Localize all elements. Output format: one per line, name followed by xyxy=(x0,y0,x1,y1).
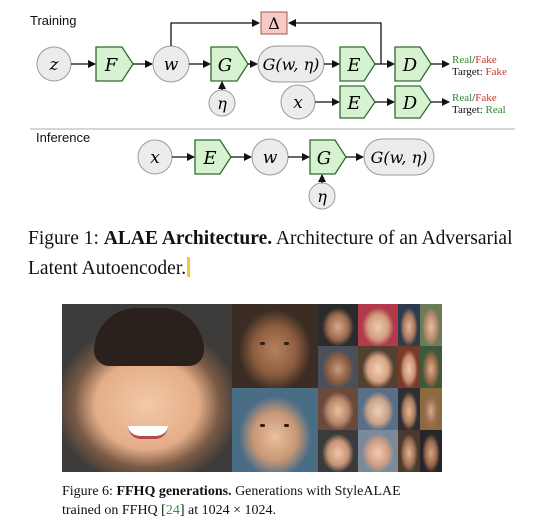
citation-link[interactable]: 24 xyxy=(165,503,180,518)
caption1-prefix: Figure 1: xyxy=(28,228,104,249)
target-real: Target: Real xyxy=(452,104,506,116)
node-x-train: x xyxy=(280,84,316,120)
svg-text:x: x xyxy=(293,93,303,113)
svg-text:η: η xyxy=(217,94,227,113)
node-w: w xyxy=(152,45,190,83)
svg-text:E: E xyxy=(202,148,216,169)
node-x-infer: x xyxy=(137,139,173,175)
generated-face-tile xyxy=(420,430,442,472)
caption1-text: Architecture of an Adversarial Latent Au… xyxy=(28,228,513,279)
block-D-train1: D xyxy=(394,46,432,82)
output-real-fake-1: Real/Fake xyxy=(452,54,497,66)
block-F: F xyxy=(95,46,134,82)
training-label: Training xyxy=(30,13,76,28)
generated-face-medium-2 xyxy=(232,388,318,472)
caption2-text: Generations with StyleALAE trained on FF… xyxy=(62,484,401,518)
svg-text:G(w, η): G(w, η) xyxy=(371,148,428,167)
node-z: z xyxy=(36,46,72,82)
node-G-output-train: G(w, η) xyxy=(257,45,325,83)
generated-face-tile xyxy=(318,430,358,472)
svg-text:η: η xyxy=(317,187,327,206)
svg-text:w: w xyxy=(164,55,179,75)
svg-text:z: z xyxy=(49,55,60,75)
generated-face-tile xyxy=(420,304,442,346)
block-G-train: G xyxy=(210,46,249,82)
block-D-train2: D xyxy=(394,85,432,119)
svg-text:G(w, η): G(w, η) xyxy=(263,55,320,74)
generated-face-tile xyxy=(420,346,442,388)
alae-architecture-diagram: Training Inference z F w G η G(w, η) E xyxy=(30,11,515,210)
svg-text:G: G xyxy=(218,55,232,76)
svg-text:G: G xyxy=(317,148,331,169)
generated-face-tile xyxy=(358,388,398,430)
text-cursor-highlight xyxy=(187,257,191,277)
block-E-train1: E xyxy=(339,46,376,82)
generated-face-tile xyxy=(358,304,398,346)
target-fake: Target: Fake xyxy=(452,66,507,78)
svg-text:D: D xyxy=(402,93,418,114)
svg-text:D: D xyxy=(402,55,418,76)
figure-1-caption: Figure 1: ALAE Architecture. Architectur… xyxy=(28,224,528,284)
svg-text:E: E xyxy=(346,93,360,114)
node-delta: Δ xyxy=(260,11,288,35)
generated-face-tile xyxy=(398,304,420,346)
generated-face-tile xyxy=(318,346,358,388)
caption2-text-end: ] at 1024 × 1024. xyxy=(179,503,276,518)
svg-text:x: x xyxy=(150,148,160,168)
node-w-infer: w xyxy=(251,138,289,176)
generated-face-tile xyxy=(398,430,420,472)
node-eta-train: η xyxy=(208,89,236,117)
block-E-train2: E xyxy=(339,85,376,119)
caption2-title: FFHQ generations. xyxy=(116,484,232,499)
svg-text:Δ: Δ xyxy=(268,14,280,33)
generated-face-tile xyxy=(358,430,398,472)
caption2-prefix: Figure 6: xyxy=(62,484,117,499)
node-eta-infer: η xyxy=(308,182,336,210)
generated-face-tile xyxy=(420,388,442,430)
inference-label: Inference xyxy=(36,130,90,145)
svg-text:F: F xyxy=(104,55,119,76)
svg-text:E: E xyxy=(346,55,360,76)
block-G-infer: G xyxy=(309,139,347,175)
svg-text:w: w xyxy=(263,148,278,168)
generated-face-tile xyxy=(398,346,420,388)
node-G-output-infer: G(w, η) xyxy=(363,138,435,176)
generated-face-tile xyxy=(398,388,420,430)
generated-face-medium-1 xyxy=(232,304,318,388)
block-E-infer: E xyxy=(194,139,232,175)
caption1-title: ALAE Architecture. xyxy=(103,228,273,249)
generated-face-tile xyxy=(358,346,398,388)
figure-6-caption: Figure 6: FFHQ generations. Generations … xyxy=(62,482,442,520)
generated-face-tile xyxy=(318,388,358,430)
generated-face-tile xyxy=(318,304,358,346)
output-real-fake-2: Real/Fake xyxy=(452,92,497,104)
generated-face-large xyxy=(62,304,232,472)
ffhq-generations-image xyxy=(62,304,442,472)
